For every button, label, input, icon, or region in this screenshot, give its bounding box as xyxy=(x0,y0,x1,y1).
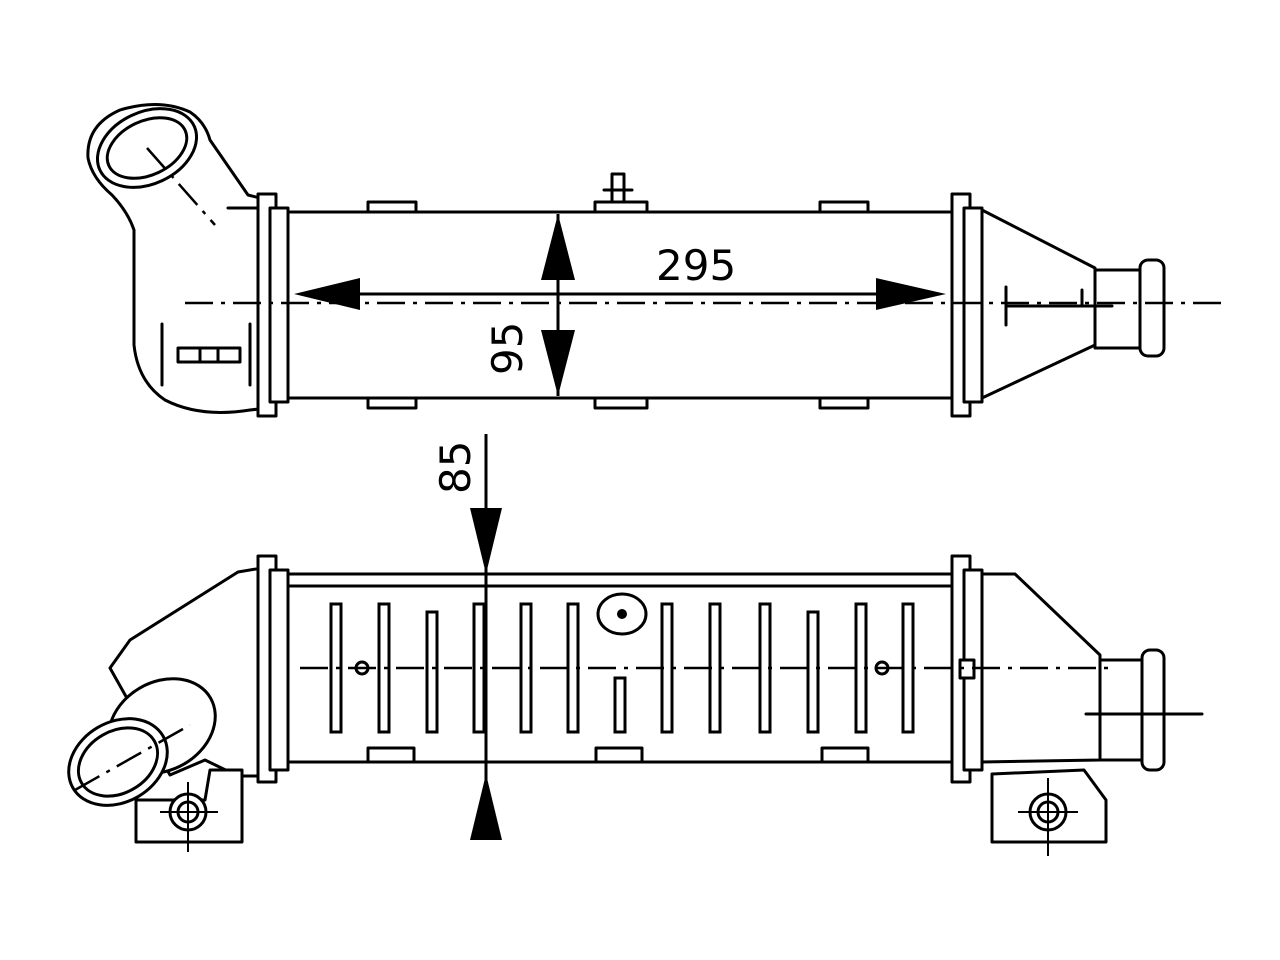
top-inlet-pipe xyxy=(86,102,270,414)
dimension-height-label: 95 xyxy=(483,322,532,375)
side-outlet-tank xyxy=(950,554,1204,856)
side-inlet-pipe xyxy=(67,566,264,852)
dimension-length: 295 xyxy=(294,241,946,310)
side-view: 85 xyxy=(67,434,1204,856)
top-outlet-tank xyxy=(950,192,1166,418)
top-view: 295 95 xyxy=(86,102,1228,418)
top-left-flange xyxy=(256,192,290,418)
dimension-height: 95 xyxy=(483,214,575,396)
dimension-depth: 85 xyxy=(431,434,502,840)
top-core-body xyxy=(286,172,954,410)
dimension-length-label: 295 xyxy=(656,241,736,290)
dimension-depth-label: 85 xyxy=(431,441,480,494)
side-left-flange xyxy=(256,554,290,784)
